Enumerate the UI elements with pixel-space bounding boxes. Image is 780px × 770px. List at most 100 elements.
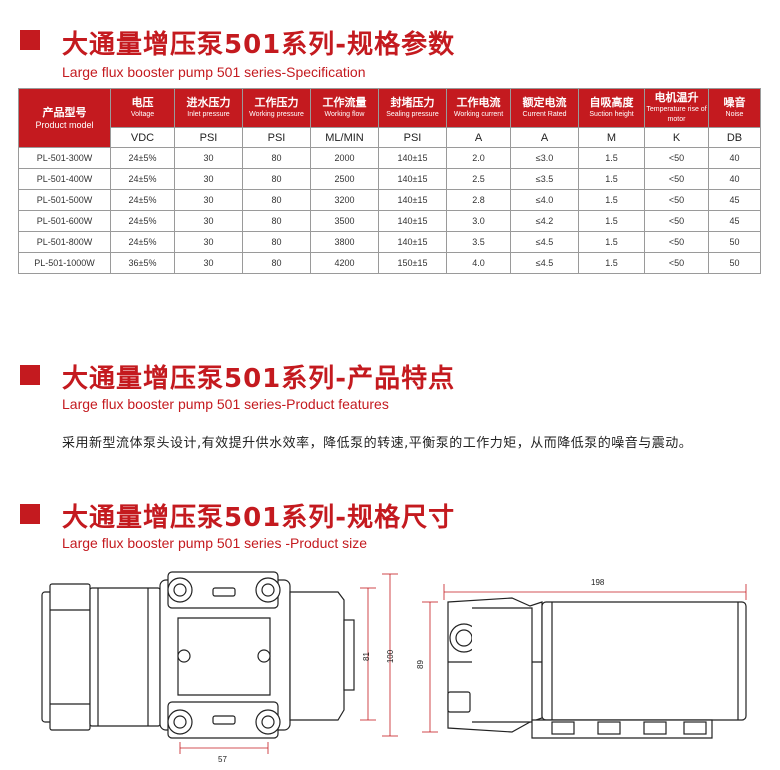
table-cell: PL-501-500W: [18, 189, 111, 211]
header-en: Working flow: [324, 111, 365, 118]
dim-front-100: 100: [386, 649, 396, 664]
header-en: Sealing pressure: [386, 111, 439, 118]
section-subtitle-spec: Large flux booster pump 501 series-Speci…: [62, 64, 366, 80]
table-cell: 2500: [310, 168, 379, 190]
header-en: Voltage: [130, 111, 155, 118]
table-cell: 24±5%: [110, 189, 175, 211]
table-cell: 2.0: [446, 147, 511, 169]
table-cell: 3200: [310, 189, 379, 211]
table-cell: 50: [708, 231, 761, 253]
header-cell-6: 工作电流 Working current: [446, 88, 511, 128]
unit-cell: M: [578, 127, 645, 148]
dim-side-198: 198: [591, 578, 605, 587]
section-title-size: 大通量增压泵501系列-规格尺寸: [62, 503, 456, 533]
section-subtitle-size: Large flux booster pump 501 series -Prod…: [62, 535, 368, 551]
header-en: Working pressure: [249, 111, 304, 118]
table-cell: 1.5: [578, 210, 645, 232]
unit-cell: K: [644, 127, 709, 148]
table-cell: <50: [644, 147, 709, 169]
header-cn: 额定电流: [522, 97, 567, 109]
table-cell: 30: [174, 210, 243, 232]
unit-cell: A: [510, 127, 579, 148]
header-cn: 产品型号: [42, 107, 87, 119]
section-subtitle-features: Large flux booster pump 501 series-Produ…: [62, 396, 389, 412]
header-cell-4: 工作流量 Working flow: [310, 88, 379, 128]
table-cell: 24±5%: [110, 231, 175, 253]
unit-cell: A: [446, 127, 511, 148]
table-cell: PL-501-800W: [18, 231, 111, 253]
table-cell: 140±15: [378, 168, 447, 190]
pump-front-view-drawing: [41, 571, 398, 754]
table-cell: 40: [708, 147, 761, 169]
section-title-features: 大通量增压泵501系列-产品特点: [62, 364, 456, 394]
header-cn: 电压: [131, 97, 154, 109]
unit-cell: VDC: [110, 127, 175, 148]
section-marker-spec: [20, 30, 40, 50]
header-en: Working current: [453, 111, 504, 118]
table-cell: ≤4.5: [510, 252, 579, 274]
table-cell: 4.0: [446, 252, 511, 274]
table-cell: 2000: [310, 147, 379, 169]
table-cell: 80: [242, 189, 311, 211]
table-cell: ≤3.0: [510, 147, 579, 169]
table-cell: <50: [644, 189, 709, 211]
table-cell: 45: [708, 189, 761, 211]
table-cell: PL-501-400W: [18, 168, 111, 190]
table-cell: 140±15: [378, 210, 447, 232]
table-cell: 2.5: [446, 168, 511, 190]
table-cell: 24±5%: [110, 210, 175, 232]
section-title-spec: 大通量增压泵501系列-规格参数: [62, 30, 456, 60]
pump-side-view-drawing: [422, 584, 747, 739]
dim-side-89: 89: [415, 660, 425, 669]
table-cell: 30: [174, 252, 243, 274]
table-cell: 140±15: [378, 147, 447, 169]
header-cn: 自吸高度: [589, 97, 634, 109]
table-cell: 30: [174, 231, 243, 253]
section-marker-size: [20, 504, 40, 524]
table-cell: ≤4.5: [510, 231, 579, 253]
table-cell: ≤3.5: [510, 168, 579, 190]
table-cell: 1.5: [578, 168, 645, 190]
table-cell: 1.5: [578, 147, 645, 169]
table-cell: 80: [242, 168, 311, 190]
header-en: Suction height: [589, 111, 634, 118]
unit-cell: DB: [708, 127, 761, 148]
table-cell: 80: [242, 210, 311, 232]
table-cell: 3800: [310, 231, 379, 253]
table-cell: PL-501-300W: [18, 147, 111, 169]
table-cell: 45: [708, 210, 761, 232]
table-cell: 140±15: [378, 189, 447, 211]
table-cell: 80: [242, 231, 311, 253]
table-cell: 50: [708, 252, 761, 274]
header-en: Noise: [725, 111, 744, 118]
table-cell: 36±5%: [110, 252, 175, 274]
unit-cell: PSI: [174, 127, 243, 148]
table-cell: 150±15: [378, 252, 447, 274]
header-en: Product model: [35, 120, 94, 130]
header-cell-8: 自吸高度 Suction height: [578, 88, 645, 128]
header-cn: 工作电流: [456, 97, 501, 109]
header-cell-1: 电压 Voltage: [110, 88, 175, 128]
table-cell: PL-501-600W: [18, 210, 111, 232]
header-cn: 工作流量: [322, 97, 367, 109]
table-cell: 3.0: [446, 210, 511, 232]
header-cn: 电机温升: [654, 92, 699, 104]
table-cell: 1.5: [578, 231, 645, 253]
table-cell: 140±15: [378, 231, 447, 253]
table-cell: 24±5%: [110, 147, 175, 169]
dim-front-81: 81: [361, 652, 371, 661]
